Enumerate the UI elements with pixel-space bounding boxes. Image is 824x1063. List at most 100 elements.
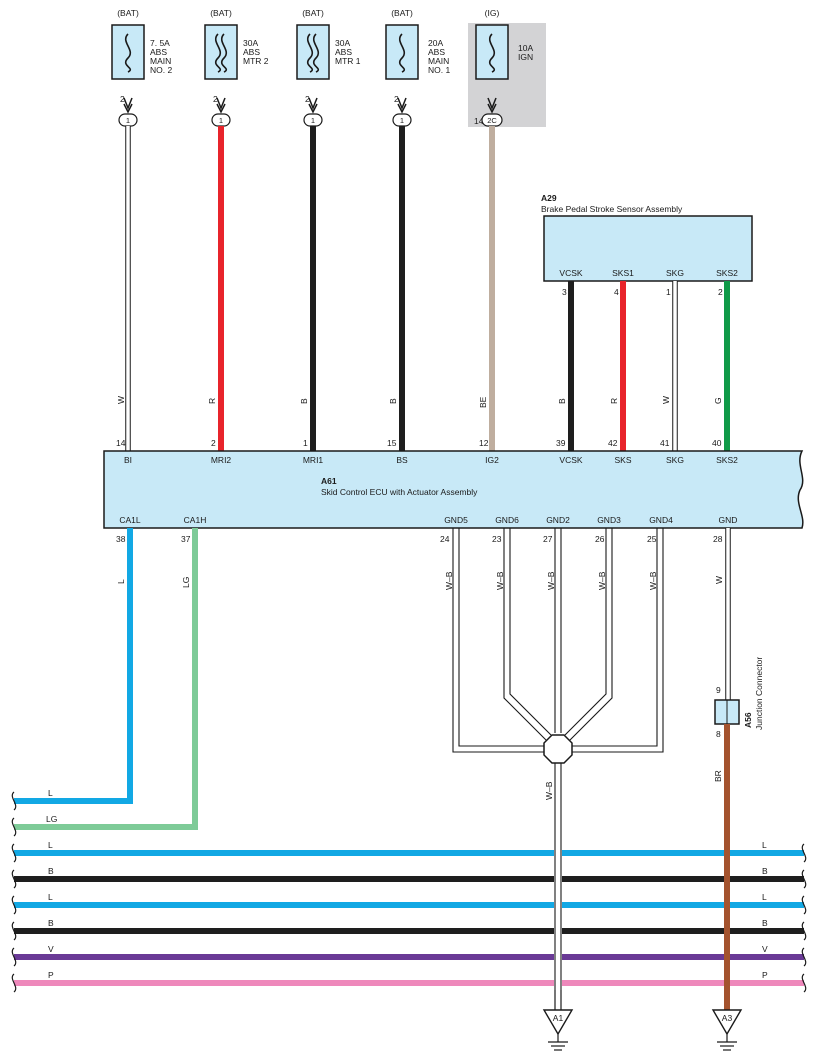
terminal-name: CA1L bbox=[119, 515, 141, 525]
pin-number: 14 bbox=[474, 116, 484, 126]
connector-id: 1 bbox=[126, 116, 130, 125]
pin-number: 15 bbox=[387, 438, 397, 448]
bus-wires bbox=[14, 850, 804, 986]
bus-label-left: B bbox=[48, 866, 54, 876]
fuse-line: MTR 2 bbox=[243, 56, 269, 66]
terminal-name: MRI2 bbox=[211, 455, 232, 465]
ground-triangle-icon bbox=[542, 1009, 574, 1036]
wire-color-label: R bbox=[207, 398, 217, 404]
pin-number: 1 bbox=[666, 287, 671, 297]
bus-label-right: L bbox=[762, 892, 767, 902]
fuse-line: ABS bbox=[243, 47, 260, 57]
wire-color-label: W bbox=[714, 576, 724, 584]
ground-triangle-icon bbox=[711, 1009, 743, 1036]
fuse-abs-mtr1: (BAT) 30A ABS MTR 1 2 1 bbox=[296, 8, 361, 127]
fuse-link-icon bbox=[306, 33, 320, 73]
fuse-source: (IG) bbox=[485, 8, 500, 18]
component-name: Brake Pedal Stroke Sensor Assembly bbox=[541, 204, 683, 214]
connector-arrow-icon bbox=[123, 97, 133, 111]
wire-color-label: BE bbox=[478, 396, 488, 408]
terminal-name: SKS2 bbox=[716, 455, 738, 465]
terminal-name: GND6 bbox=[495, 515, 519, 525]
pin-number: 25 bbox=[647, 534, 657, 544]
fuse-source: (BAT) bbox=[210, 8, 232, 18]
pin-number: 23 bbox=[492, 534, 502, 544]
fuse-line: IGN bbox=[518, 52, 533, 62]
wire-color-label: W–B bbox=[444, 571, 454, 590]
component-name: Junction Connector bbox=[754, 657, 764, 730]
fuse-line: MAIN bbox=[150, 56, 171, 66]
terminal-name: GND2 bbox=[546, 515, 570, 525]
a56-junction-connector: 9 8 A56 Junction Connector bbox=[714, 657, 764, 739]
component-name: Skid Control ECU with Actuator Assembly bbox=[321, 487, 478, 497]
terminal-name: GND5 bbox=[444, 515, 468, 525]
wire-color-label: W–B bbox=[597, 571, 607, 590]
fuse-rating: 30A bbox=[243, 38, 258, 48]
wire-ig2-beige: BE bbox=[478, 126, 495, 451]
ground-a3: A3 bbox=[711, 1009, 743, 1051]
a61-top-pins: 14 2 1 15 12 39 42 41 40 bbox=[116, 438, 722, 448]
wire-color-label: W bbox=[116, 396, 126, 404]
wire-color-label: R bbox=[609, 398, 619, 404]
wire-color-label: W–B bbox=[495, 571, 505, 590]
component-code: A29 bbox=[541, 193, 557, 203]
pin-number: 26 bbox=[595, 534, 605, 544]
terminal-name: CA1H bbox=[184, 515, 207, 525]
terminal-name: SKS1 bbox=[612, 268, 634, 278]
terminal-name: GND4 bbox=[649, 515, 673, 525]
wire-skg-white: W bbox=[661, 281, 678, 451]
fuse-line: NO. 1 bbox=[428, 65, 450, 75]
connector-arrow-icon bbox=[308, 97, 318, 111]
terminal-name: SKS2 bbox=[716, 268, 738, 278]
connector-id: 1 bbox=[311, 116, 315, 125]
fuse-link-icon bbox=[214, 33, 228, 73]
ground-wire-crossings bbox=[554, 845, 730, 1010]
bus-label-right: V bbox=[762, 944, 768, 954]
fuse-rating: 7. 5A bbox=[150, 38, 170, 48]
bus-label-right: P bbox=[762, 970, 768, 980]
terminal-name: BS bbox=[396, 455, 408, 465]
bus-label-left: L bbox=[48, 892, 53, 902]
wire-sks-red: R bbox=[609, 281, 626, 451]
break-mark-left-icon bbox=[11, 791, 17, 993]
pin-number: 2 bbox=[213, 94, 218, 104]
pin-number: 24 bbox=[440, 534, 450, 544]
fuse-line: ABS bbox=[428, 47, 445, 57]
ground-label: A3 bbox=[722, 1013, 733, 1023]
bus-label-right: B bbox=[762, 866, 768, 876]
bus-label-left: LG bbox=[46, 814, 57, 824]
ground-a1: A1 bbox=[542, 1009, 574, 1051]
wire-sks2-green: G bbox=[713, 281, 730, 451]
fuse-source: (BAT) bbox=[302, 8, 324, 18]
fuse-abs-main-no1: (BAT) 20A ABS MAIN NO. 1 2 1 bbox=[385, 8, 450, 127]
terminal-name: VCSK bbox=[559, 268, 582, 278]
fuse-line: NO. 2 bbox=[150, 65, 172, 75]
fuse-rating: 30A bbox=[335, 38, 350, 48]
wire-color-label: W–B bbox=[648, 571, 658, 590]
wire-color-label: B bbox=[557, 398, 567, 404]
wire-bs-black: B bbox=[388, 126, 405, 451]
connector-arrow-icon bbox=[487, 97, 497, 111]
connector-id: 2C bbox=[487, 116, 497, 125]
connector-id: 1 bbox=[400, 116, 404, 125]
break-mark-right-icon bbox=[801, 843, 807, 993]
wire-ca1h-lightgreen: LG bbox=[14, 528, 198, 830]
a61-skid-control-ecu: A61 Skid Control ECU with Actuator Assem… bbox=[103, 450, 804, 529]
pin-number: 39 bbox=[556, 438, 566, 448]
splice-point-icon bbox=[543, 734, 573, 764]
terminal-name: SKS bbox=[614, 455, 631, 465]
pin-number: 4 bbox=[614, 287, 619, 297]
ground-wires-wb bbox=[452, 528, 664, 1010]
bus-label-left: V bbox=[48, 944, 54, 954]
bus-label-left: B bbox=[48, 918, 54, 928]
wire-color-label: L bbox=[116, 579, 126, 584]
wire-color-label: B bbox=[388, 398, 398, 404]
bus-label-left: P bbox=[48, 970, 54, 980]
wire-color-label: W–B bbox=[546, 571, 556, 590]
pin-number: 9 bbox=[716, 685, 721, 695]
fuse-source: (BAT) bbox=[391, 8, 413, 18]
wire-vcsk-black: B bbox=[557, 281, 574, 451]
wire-color-label: LG bbox=[181, 577, 191, 588]
pin-number: 2 bbox=[394, 94, 399, 104]
fuse-line: ABS bbox=[335, 47, 352, 57]
